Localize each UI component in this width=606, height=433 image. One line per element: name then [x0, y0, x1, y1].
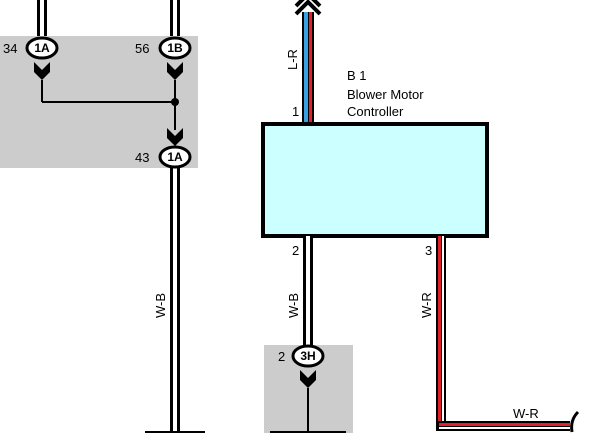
connector-code-left-top: 1A	[34, 41, 50, 55]
blower-motor-controller-box	[261, 122, 489, 238]
connector-oval-junction	[158, 145, 192, 169]
connector-code-ground: 3H	[300, 349, 315, 363]
component-name-line2: Controller	[347, 104, 404, 119]
wire-label-motor-in: L-R	[285, 49, 300, 70]
connector-arrow-right	[167, 62, 183, 80]
wire-label-motor-out-3: W-R	[419, 292, 434, 318]
pin-label-top: 1	[292, 104, 299, 119]
connector-arrow-ground	[300, 370, 316, 388]
pin-label-left-top: 34	[3, 41, 17, 56]
connector-arrow-junction	[167, 128, 183, 146]
junction-lines	[41, 80, 179, 130]
pin-label-right-top: 56	[135, 41, 149, 56]
wire-motor-out-ground	[303, 236, 313, 345]
connector-oval-ground	[291, 344, 325, 368]
connector-oval-right-top	[158, 36, 192, 60]
wire-left-main	[145, 168, 205, 433]
connector-arrow-left	[34, 62, 50, 80]
wire-label-left-main: W-B	[153, 293, 168, 318]
wire-left-top-stub	[37, 0, 47, 36]
connector-end-bracket	[570, 410, 580, 433]
component-name-line1: Blower Motor	[347, 87, 424, 102]
wire-label-motor-out-ground: W-B	[286, 293, 301, 318]
junction-dot	[171, 98, 179, 106]
wire-center-top-stub	[170, 0, 180, 36]
connector-code-right-top: 1B	[167, 41, 183, 55]
pin-label-bottom-left: 2	[292, 243, 299, 258]
connector-code-junction: 1A	[167, 150, 183, 164]
pin-label-ground: 2	[278, 349, 285, 364]
arrow-up-icon	[294, 0, 322, 16]
component-id: B 1	[347, 68, 367, 83]
wire-motor-in	[302, 12, 314, 124]
pin-label-junction: 43	[135, 150, 149, 165]
wire-motor-out-3	[436, 236, 570, 431]
pin-label-bottom-right: 3	[425, 243, 432, 258]
wire-label-bottom-right: W-R	[513, 406, 539, 421]
connector-oval-left-top	[25, 36, 59, 60]
